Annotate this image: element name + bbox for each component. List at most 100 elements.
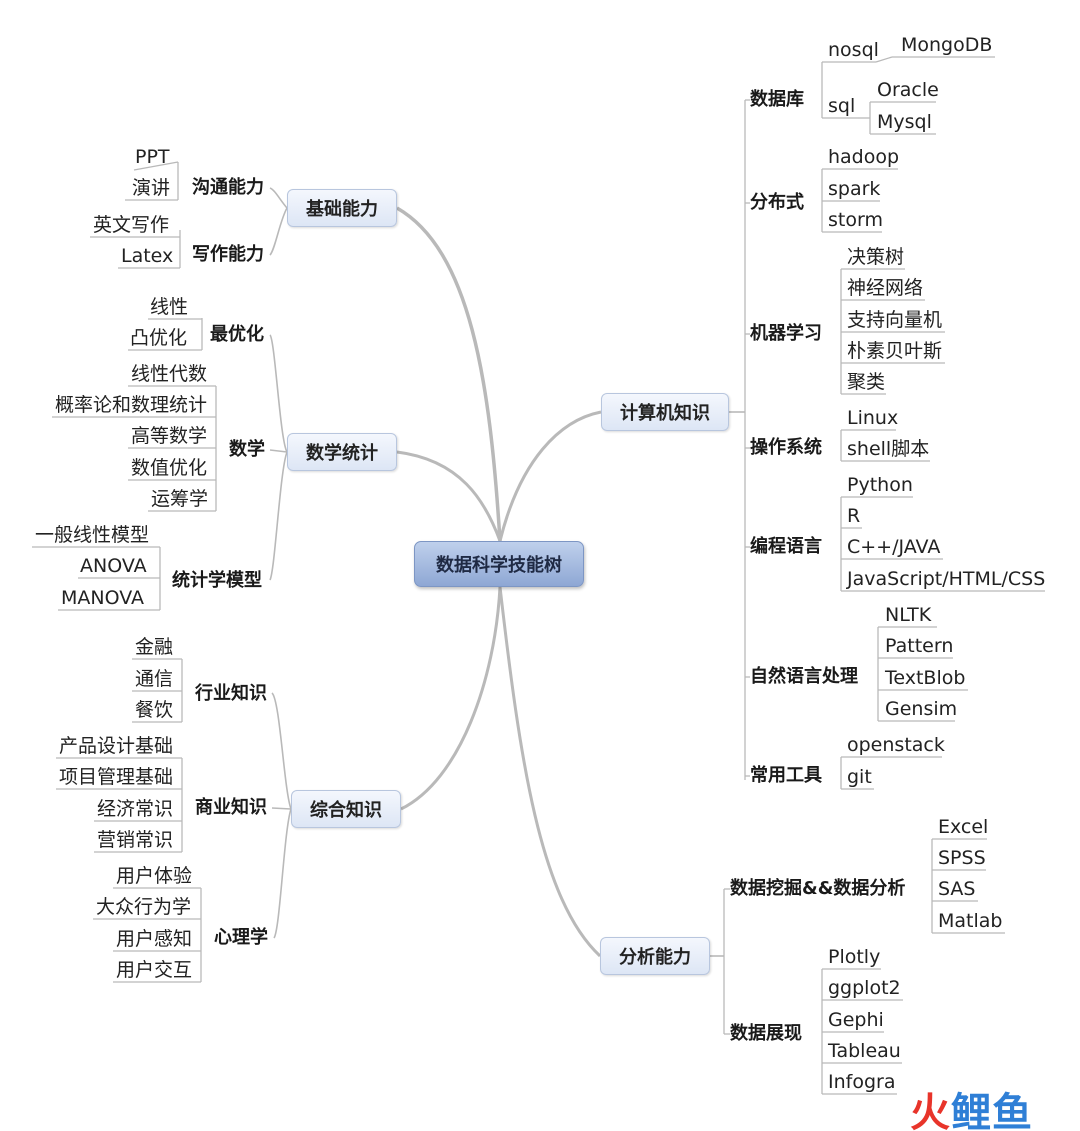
branch-analysis[interactable]: 分析能力 bbox=[600, 937, 710, 975]
leaf-naive-bayes[interactable]: 朴素贝叶斯 bbox=[847, 340, 943, 362]
leaf-git[interactable]: git bbox=[847, 766, 872, 788]
connector bbox=[271, 692, 292, 810]
leaf-tableau[interactable]: Tableau bbox=[828, 1040, 901, 1062]
leaf-numeric-opt[interactable]: 数值优化 bbox=[131, 457, 208, 479]
group-comm[interactable]: 沟通能力 bbox=[192, 177, 264, 198]
connector bbox=[498, 586, 602, 958]
leaf-ux[interactable]: 用户体验 bbox=[116, 865, 193, 887]
group-os[interactable]: 操作系统 bbox=[750, 437, 822, 458]
connector bbox=[269, 334, 288, 453]
connector bbox=[133, 161, 179, 171]
leaf-python[interactable]: Python bbox=[847, 474, 913, 496]
connector bbox=[498, 410, 602, 542]
group-industry[interactable]: 行业知识 bbox=[195, 683, 267, 704]
connector bbox=[396, 206, 502, 542]
connector bbox=[269, 449, 288, 453]
leaf-glm[interactable]: 一般线性模型 bbox=[35, 524, 150, 546]
leaf-r[interactable]: R bbox=[847, 505, 861, 527]
leaf-product-design[interactable]: 产品设计基础 bbox=[59, 735, 174, 757]
leaf-textblob[interactable]: TextBlob bbox=[885, 667, 966, 689]
leaf-catering[interactable]: 餐饮 bbox=[135, 699, 174, 721]
leaf-marketing[interactable]: 营销常识 bbox=[97, 829, 174, 851]
connector bbox=[396, 450, 502, 542]
leaf-calculus[interactable]: 高等数学 bbox=[131, 425, 208, 447]
leaf-hadoop[interactable]: hadoop bbox=[828, 146, 900, 168]
group-mining[interactable]: 数据挖掘&&数据分析 bbox=[730, 878, 906, 899]
leaf-infogra[interactable]: Infogra bbox=[828, 1071, 896, 1093]
leaf-english-writing[interactable]: 英文写作 bbox=[93, 214, 170, 236]
leaf-probability[interactable]: 概率论和数理统计 bbox=[55, 394, 208, 416]
leaf-ggplot2[interactable]: ggplot2 bbox=[828, 977, 901, 999]
connector bbox=[875, 56, 893, 63]
connector bbox=[400, 586, 502, 811]
root-node[interactable]: 数据科学技能树 bbox=[414, 541, 584, 587]
leaf-manova[interactable]: MANOVA bbox=[61, 587, 145, 609]
leaf-decision-tree[interactable]: 决策树 bbox=[847, 246, 905, 268]
leaf-svm[interactable]: 支持向量机 bbox=[847, 309, 943, 331]
leaf-storm[interactable]: storm bbox=[828, 209, 883, 231]
group-lang[interactable]: 编程语言 bbox=[750, 536, 822, 557]
leaf-mongodb[interactable]: MongoDB bbox=[901, 34, 993, 56]
leaf-nltk[interactable]: NLTK bbox=[885, 604, 932, 626]
leaf-spark[interactable]: spark bbox=[828, 178, 881, 200]
leaf-matlab[interactable]: Matlab bbox=[938, 910, 1003, 932]
leaf-linux[interactable]: Linux bbox=[847, 407, 899, 429]
group-tools[interactable]: 常用工具 bbox=[750, 765, 822, 786]
db-sql[interactable]: sql bbox=[828, 95, 856, 117]
leaf-plotly[interactable]: Plotly bbox=[828, 946, 881, 968]
leaf-operations-research[interactable]: 运筹学 bbox=[151, 488, 209, 510]
leaf-js-html-css[interactable]: JavaScript/HTML/CSS bbox=[847, 568, 1046, 590]
watermark-logo: 火鲤鱼 bbox=[910, 1080, 1033, 1131]
leaf-gephi[interactable]: Gephi bbox=[828, 1009, 884, 1031]
connector bbox=[273, 808, 292, 939]
group-nlp[interactable]: 自然语言处理 bbox=[750, 666, 858, 687]
leaf-telecom[interactable]: 通信 bbox=[135, 668, 174, 690]
group-ml[interactable]: 机器学习 bbox=[750, 323, 822, 344]
connector bbox=[269, 207, 288, 256]
group-distributed[interactable]: 分布式 bbox=[750, 192, 804, 213]
group-math[interactable]: 数学 bbox=[229, 439, 265, 460]
branch-math-stat[interactable]: 数学统计 bbox=[287, 433, 397, 471]
group-stat[interactable]: 统计学模型 bbox=[172, 570, 262, 591]
leaf-anova[interactable]: ANOVA bbox=[80, 555, 147, 577]
watermark-char-1: 火 bbox=[910, 1090, 951, 1131]
leaf-linear-algebra[interactable]: 线性代数 bbox=[131, 363, 208, 385]
watermark-char-rest: 鲤鱼 bbox=[951, 1090, 1033, 1131]
leaf-convex[interactable]: 凸优化 bbox=[130, 327, 188, 349]
leaf-linear[interactable]: 线性 bbox=[150, 296, 189, 318]
leaf-finance[interactable]: 金融 bbox=[135, 636, 174, 658]
branch-general[interactable]: 综合知识 bbox=[291, 790, 401, 828]
group-psych[interactable]: 心理学 bbox=[214, 927, 268, 948]
branch-basic[interactable]: 基础能力 bbox=[287, 189, 397, 227]
leaf-gensim[interactable]: Gensim bbox=[885, 698, 958, 720]
leaf-shell[interactable]: shell脚本 bbox=[847, 438, 930, 460]
leaf-economics[interactable]: 经济常识 bbox=[97, 798, 174, 820]
leaf-latex[interactable]: Latex bbox=[121, 245, 174, 267]
leaf-interaction[interactable]: 用户交互 bbox=[116, 959, 193, 981]
leaf-excel[interactable]: Excel bbox=[938, 816, 989, 838]
leaf-sas[interactable]: SAS bbox=[938, 878, 976, 900]
leaf-openstack[interactable]: openstack bbox=[847, 734, 945, 756]
leaf-mysql[interactable]: Mysql bbox=[877, 111, 932, 133]
leaf-ppt[interactable]: PPT bbox=[135, 146, 170, 168]
group-opt[interactable]: 最优化 bbox=[210, 324, 264, 345]
leaf-neural-net[interactable]: 神经网络 bbox=[847, 277, 924, 299]
leaf-cpp-java[interactable]: C++/JAVA bbox=[847, 536, 941, 558]
leaf-perception[interactable]: 用户感知 bbox=[116, 928, 193, 950]
leaf-project-mgmt[interactable]: 项目管理基础 bbox=[59, 766, 174, 788]
leaf-speech[interactable]: 演讲 bbox=[132, 177, 171, 199]
leaf-oracle[interactable]: Oracle bbox=[877, 79, 939, 101]
leaf-pattern[interactable]: Pattern bbox=[885, 635, 954, 657]
group-writing[interactable]: 写作能力 bbox=[192, 244, 264, 265]
db-nosql[interactable]: nosql bbox=[828, 39, 879, 61]
group-db[interactable]: 数据库 bbox=[750, 89, 804, 110]
leaf-clustering[interactable]: 聚类 bbox=[847, 371, 886, 393]
group-business[interactable]: 商业知识 bbox=[195, 797, 267, 818]
group-viz[interactable]: 数据展现 bbox=[730, 1023, 802, 1044]
connector bbox=[269, 451, 288, 581]
branch-cs[interactable]: 计算机知识 bbox=[601, 393, 729, 431]
leaf-behavior[interactable]: 大众行为学 bbox=[96, 896, 192, 918]
leaf-spss[interactable]: SPSS bbox=[938, 847, 986, 869]
